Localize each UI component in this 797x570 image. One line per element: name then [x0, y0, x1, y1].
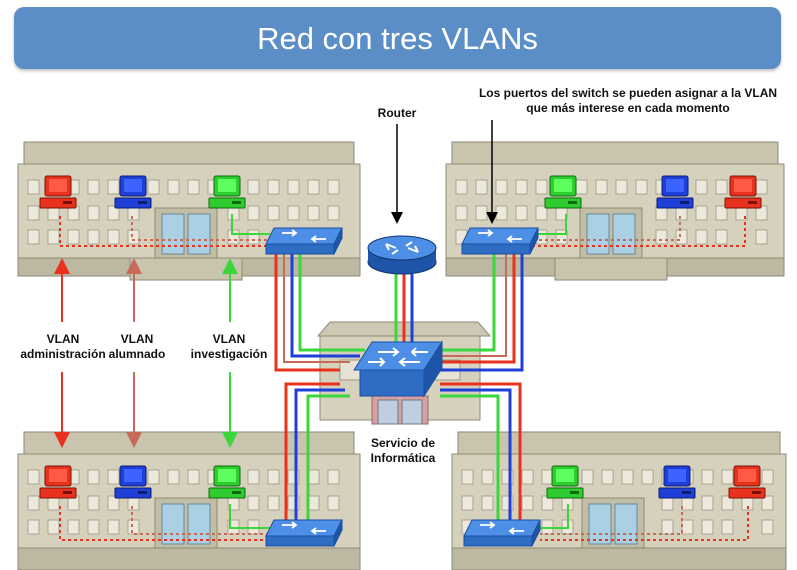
switch-ports-note: Los puertos del switch se pueden asignar…	[478, 86, 778, 115]
switch-bottom-right	[463, 519, 541, 547]
trunk-links	[274, 252, 524, 520]
pc-admin-top-left	[39, 175, 77, 209]
vlan-investigacion-label: VLAN investigación	[190, 332, 268, 361]
it-service-label: Servicio de Informática	[370, 436, 436, 465]
vlan-admin-label: VLAN administración	[20, 332, 106, 361]
page-title: Red con tres VLANs	[257, 21, 538, 56]
pc-alumnado-bottom-right	[658, 465, 696, 499]
vlan-alumnado-label: VLAN alumnado	[108, 332, 166, 361]
pc-investigacion-top-right	[544, 175, 582, 209]
switch-top-left	[265, 227, 343, 255]
pc-admin-bottom-right	[728, 465, 766, 499]
pc-alumnado-bottom-left	[114, 465, 152, 499]
pc-admin-bottom-left	[39, 465, 77, 499]
pc-investigacion-bottom-left	[208, 465, 246, 499]
router-icon	[367, 235, 437, 275]
pc-alumnado-top-left	[114, 175, 152, 209]
pc-investigacion-top-left	[208, 175, 246, 209]
router-label: Router	[377, 106, 417, 120]
pc-admin-top-right	[724, 175, 762, 209]
access-links	[59, 214, 749, 541]
core-switch	[353, 340, 443, 398]
title-banner: Red con tres VLANs	[14, 7, 781, 69]
pc-alumnado-top-right	[656, 175, 694, 209]
switch-top-right	[461, 227, 539, 255]
pc-investigacion-bottom-right	[546, 465, 584, 499]
switch-bottom-left	[265, 519, 343, 547]
